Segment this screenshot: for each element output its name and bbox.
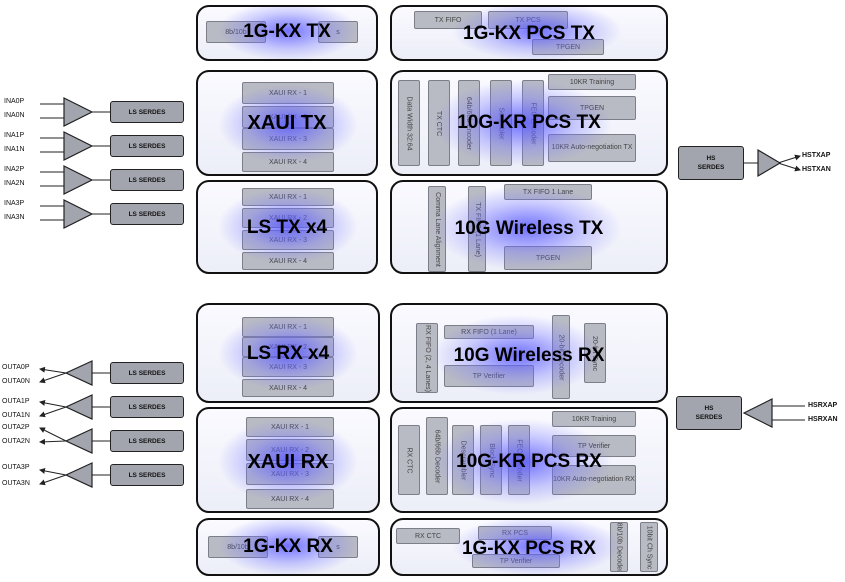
- kr-rx-training: 10KR Training: [552, 411, 636, 427]
- pin-outa1p: OUTA1P: [2, 398, 30, 405]
- ls-serdes-rx-0: LS SERDES: [110, 362, 184, 384]
- kx-pcs-tx-title: 1G-KX PCS TX: [463, 23, 595, 44]
- ls-serdes-rx-3: LS SERDES: [110, 464, 184, 486]
- output-buffer-0: [64, 360, 93, 386]
- pin-ina1p: INA1P: [4, 132, 25, 139]
- kr-rx-ctc: RX CTC: [398, 425, 420, 495]
- block-1g-kx-pcs-tx: TX FIFO TX PCS TPGEN 1G-KX PCS TX: [390, 5, 668, 61]
- ls-tx-lane-1: XAUI RX - 1: [242, 188, 334, 206]
- ls-serdes-tx-3: LS SERDES: [110, 203, 184, 225]
- block-10g-wireless-tx: Comma Lane Alignment TX FIFO (1 Lane) TX…: [390, 180, 668, 274]
- ls-serdes-rx-2: LS SERDES: [110, 430, 184, 452]
- ls-serdes-tx-0: LS SERDES: [110, 101, 184, 123]
- kr-tx-autoneg: 10KR Auto-negotiation TX: [548, 134, 636, 162]
- ls-serdes-tx-1: LS SERDES: [110, 135, 184, 157]
- xaui-rx-lane-4: XAUI RX - 4: [246, 489, 334, 509]
- pin-ina0n: INA0N: [4, 112, 25, 119]
- wl-tx-title: 10G Wireless TX: [454, 218, 604, 239]
- pin-ina2p: INA2P: [4, 166, 25, 173]
- output-buffer-1: [64, 394, 93, 420]
- pin-hstxan: HSTXAN: [802, 166, 831, 173]
- block-10g-kr-pcs-tx: Data Width 32:64 TX CTC 64b/66b Encoder …: [390, 70, 668, 176]
- pin-ina0p: INA0P: [4, 98, 25, 105]
- block-10g-wireless-rx: RX FIFO (2, 4 Lanes) RX FIFO (1 Lane) TP…: [390, 303, 668, 403]
- input-buffer-1: [63, 131, 94, 161]
- pin-ina3p: INA3P: [4, 200, 25, 207]
- wl-tx-fifo: TX FIFO 1 Lane: [504, 184, 592, 200]
- pin-ina1n: INA1N: [4, 146, 25, 153]
- block-xaui-rx: XAUI RX - 1 XAUI RX - 2 XAUI RX - 3 XAUI…: [196, 407, 380, 513]
- pin-outa2p: OUTA2P: [2, 424, 30, 431]
- ls-serdes-tx-2: LS SERDES: [110, 169, 184, 191]
- xaui-rx-lane-1: XAUI RX - 1: [246, 417, 334, 437]
- pin-outa3p: OUTA3P: [2, 464, 30, 471]
- kx-pcs-rx-ch-sync: 10bit Ch Sync: [640, 522, 658, 572]
- wl-rx-fifo: RX FIFO (1 Lane): [444, 325, 534, 339]
- ls-serdes-rx-1: LS SERDES: [110, 396, 184, 418]
- hs-rx-buffer: [742, 398, 773, 428]
- wl-tx-tpgen: TPGEN: [504, 246, 592, 270]
- block-ls-tx-x4: XAUI RX - 1 XAUI RX - 2 XAUI RX - 3 XAUI…: [196, 180, 378, 274]
- pin-ina3n: INA3N: [4, 214, 25, 221]
- kx-rx-title: 1G-KX RX: [243, 536, 333, 557]
- hs-tx-buffer: [757, 148, 782, 178]
- wl-rx-tp-verifier: TP Verifier: [444, 365, 534, 387]
- kx-tx-title: 1G-KX TX: [243, 21, 331, 42]
- xaui-tx-lane-4: XAUI RX - 4: [242, 152, 334, 172]
- input-buffer-2: [63, 165, 94, 195]
- block-10g-kr-pcs-rx: RX CTC 64b/66b Decoder Descrambler Block…: [390, 407, 668, 513]
- pin-outa1n: OUTA1N: [2, 412, 30, 419]
- wl-rx-title: 10G Wireless RX: [453, 345, 605, 366]
- block-1g-kx-pcs-rx: RX CTC RX PCS TP Verifier 8b/10b Decoder…: [390, 518, 668, 576]
- output-buffer-3: [64, 462, 93, 488]
- pin-outa3n: OUTA3N: [2, 480, 30, 487]
- pin-hsrxan: HSRXAN: [808, 416, 838, 423]
- kx-pcs-rx-title: 1G-KX PCS RX: [461, 538, 597, 559]
- pin-hstxap: HSTXAP: [802, 152, 831, 159]
- ls-rx-title: LS RX x4: [246, 343, 330, 364]
- input-buffer-3: [63, 199, 94, 229]
- kr-tx-data-width: Data Width 32:64: [398, 80, 420, 166]
- ls-rx-lane-4: XAUI RX - 4: [242, 379, 334, 397]
- output-buffer-2: [64, 428, 93, 454]
- xaui-tx-lane-1: XAUI RX - 1: [242, 82, 334, 104]
- ls-tx-title: LS TX x4: [246, 217, 328, 238]
- pin-outa0n: OUTA0N: [2, 378, 30, 385]
- block-ls-rx-x4: XAUI RX - 1 XAUI RX - 2 XAUI RX - 3 XAUI…: [196, 303, 380, 403]
- kr-tx-title: 10G-KR PCS TX: [457, 112, 601, 133]
- pin-outa2n: OUTA2N: [2, 438, 30, 445]
- block-1g-kx-rx: 8b/10b s 1G-KX RX: [196, 518, 380, 576]
- ls-rx-lane-1: XAUI RX - 1: [242, 317, 334, 337]
- xaui-tx-title: XAUI TX: [247, 112, 327, 134]
- kr-rx-title: 10G-KR PCS RX: [456, 451, 602, 472]
- block-xaui-tx: XAUI RX - 1 XAUI RX - 2 XAUI RX - 3 XAUI…: [196, 70, 378, 176]
- xaui-rx-title: XAUI RX: [247, 451, 329, 473]
- pin-ina2n: INA2N: [4, 180, 25, 187]
- ls-tx-lane-4: XAUI RX - 4: [242, 252, 334, 270]
- pin-outa0p: OUTA0P: [2, 364, 30, 371]
- input-buffer-0: [63, 97, 94, 127]
- kr-tx-training: 10KR Training: [548, 74, 636, 90]
- pin-hsrxap: HSRXAP: [808, 402, 838, 409]
- block-1g-kx-tx: 8b/10b s 1G-KX TX: [196, 5, 378, 61]
